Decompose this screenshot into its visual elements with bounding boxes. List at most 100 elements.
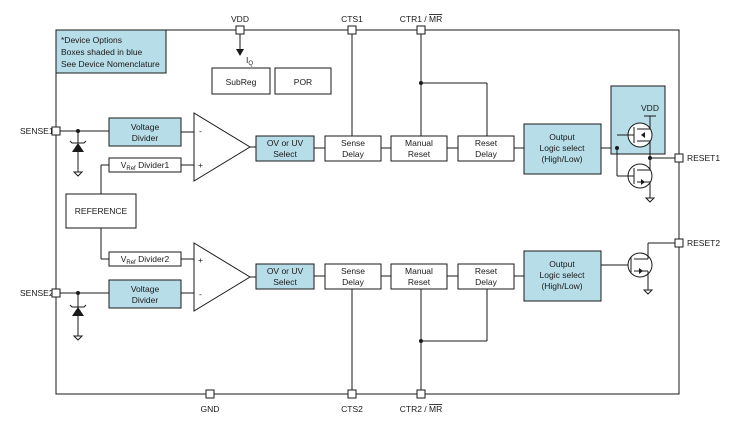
cts1-pin[interactable]: [347, 25, 357, 35]
comparator-2: [193, 242, 251, 312]
voltage-divider-1-line1: Voltage: [131, 122, 160, 132]
transistor-vdd-label: VDD: [641, 103, 659, 113]
gnd-pin[interactable]: [205, 389, 215, 399]
ctr1-pin[interactable]: [416, 25, 426, 35]
comp2-minus: -: [199, 289, 202, 299]
comp1-plus: +: [198, 160, 203, 170]
ctr1-prefix: CTR1 /: [400, 14, 429, 24]
comp1-minus: -: [199, 126, 202, 136]
subreg-label: SubReg: [226, 77, 257, 87]
vref-divider-1-label: VRef Divider1: [121, 160, 170, 172]
voltage-divider-2-line1: Voltage: [131, 284, 160, 294]
device-boundary: [55, 29, 680, 395]
gate-junction: [615, 146, 619, 150]
reset-delay-2-line2: Delay: [475, 277, 497, 287]
sense1-pin-label: SENSE1: [20, 126, 54, 136]
por-block: [274, 67, 332, 95]
ground-icon: [72, 171, 84, 177]
ground-icon: [72, 335, 84, 341]
sense2-pin[interactable]: [51, 288, 61, 298]
reset1-pin-label: RESET1: [687, 153, 720, 163]
comp2-plus: +: [198, 255, 203, 265]
reset-delay-1-line1: Reset: [475, 138, 498, 148]
reset-delay-1-line2: Delay: [475, 149, 497, 159]
ctr1-junction: [419, 81, 423, 85]
note-line-2: Boxes shaded in blue: [61, 47, 143, 57]
nmos-transistor-icon: [627, 243, 653, 290]
ctr2-pin[interactable]: [416, 389, 426, 399]
ov-uv-2-line1: OV or UV: [267, 266, 304, 276]
vdd-pin-group: VDD IQ: [231, 14, 253, 67]
zener-bar-2: [69, 304, 87, 308]
sense-delay-1: [324, 135, 382, 162]
ground-icon: [642, 289, 654, 295]
reference-label: REFERENCE: [75, 206, 128, 216]
zener-bar-1: [69, 140, 87, 144]
zener-diode-icon: [72, 307, 84, 316]
pmos-arrow: [641, 132, 645, 138]
sense1-junction: [76, 129, 80, 133]
vref-divider-2-label: VRef Divider2: [121, 254, 170, 266]
cts2-pin[interactable]: [347, 389, 357, 399]
voltage-divider-2-line2: Divider: [132, 295, 159, 305]
vref2-main: V: [121, 254, 127, 264]
sense2-pin-label: SENSE2: [20, 288, 54, 298]
sense-delay-2-line2: Delay: [342, 277, 364, 287]
zener-diode-icon: [72, 143, 84, 152]
note-box: [55, 29, 167, 74]
cts1-pin-label: CTS1: [341, 14, 363, 24]
ctr2-pin-label: CTR2 / MR: [400, 404, 443, 414]
reset2-pin-label: RESET2: [687, 238, 720, 248]
output-logic-2-line1: Output: [549, 259, 575, 269]
reset1-pin[interactable]: [674, 153, 684, 163]
sense2-junction: [76, 291, 80, 295]
device-options-note: *Device Options Boxes shaded in blue See…: [55, 29, 167, 74]
sense-delay-2-line1: Sense: [341, 266, 365, 276]
output-logic-1-line3: (High/Low): [541, 154, 582, 164]
vref2-sub: Ref: [126, 260, 136, 266]
ov-uv-1-line2: Select: [273, 149, 297, 159]
vref2-rest: Divider2: [136, 254, 170, 264]
ov-uv-2-line2: Select: [273, 277, 297, 287]
output-logic-1: [523, 123, 602, 175]
pmos-transistor-icon: [617, 121, 653, 158]
vref1-main: V: [121, 160, 127, 170]
reference-block: [65, 193, 137, 229]
vdd-pin-label: VDD: [231, 14, 249, 24]
subreg-block: [211, 67, 271, 95]
iq-arrow-icon: [236, 49, 244, 56]
ov-uv-select-2: [255, 263, 315, 290]
ctr1-bar: MR: [429, 14, 442, 24]
voltage-divider-2: [108, 279, 182, 309]
ctr2-junction: [419, 339, 423, 343]
manual-reset-2-line1: Manual: [405, 266, 433, 276]
iq-label: IQ: [246, 55, 253, 67]
output-logic-1-line1: Output: [549, 132, 575, 142]
output-logic-2: [523, 250, 602, 302]
ctr1-pin-label: CTR1 / MR: [400, 14, 443, 24]
sense-delay-1-line2: Delay: [342, 149, 364, 159]
por-label: POR: [294, 77, 312, 87]
nmos1-arrow: [641, 179, 645, 185]
nmos-transistor-icon: [617, 158, 653, 198]
manual-reset-1-line1: Manual: [405, 138, 433, 148]
sense-delay-1-line1: Sense: [341, 138, 365, 148]
output-logic-2-line2: Logic select: [540, 270, 586, 280]
manual-reset-1-line2: Reset: [408, 149, 431, 159]
sense-delay-2: [324, 263, 382, 290]
reset2-pin[interactable]: [674, 238, 684, 248]
sense1-pin[interactable]: [51, 126, 61, 136]
nmos2-arrow: [639, 268, 643, 274]
vref1-sub: Ref: [126, 166, 136, 172]
ctr2-bar: MR: [429, 404, 442, 414]
ground-icon: [644, 197, 656, 203]
ov-uv-select-1: [255, 135, 315, 162]
note-line-3: See Device Nomenclature: [61, 59, 160, 69]
output-logic-2-line3: (High/Low): [541, 281, 582, 291]
comparator-1: [193, 112, 251, 182]
iq-sub: Q: [248, 61, 253, 67]
vdd-pin[interactable]: [235, 25, 245, 35]
iq-main: I: [246, 55, 248, 65]
manual-reset-2: [390, 263, 448, 290]
